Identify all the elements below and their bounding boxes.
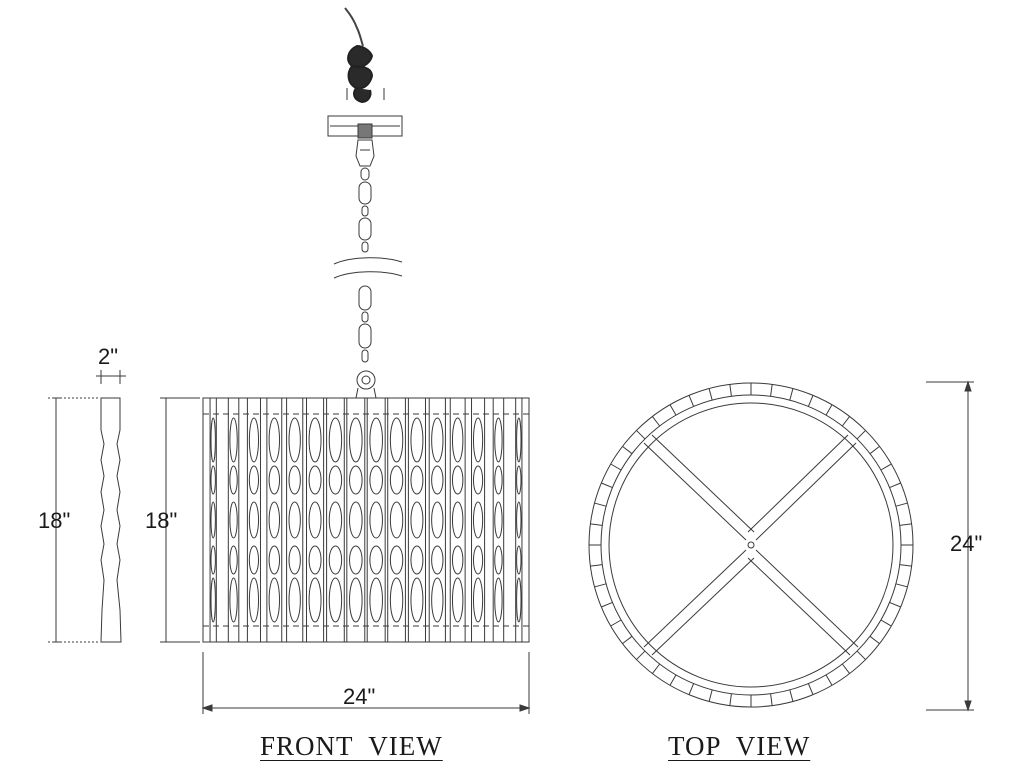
drum-slat xyxy=(307,398,324,642)
drum-slat xyxy=(493,398,503,642)
chain-lower xyxy=(359,286,371,362)
ring-tick xyxy=(709,690,712,702)
chain-upper xyxy=(359,168,371,252)
drum-slat xyxy=(429,398,445,642)
ring-tick xyxy=(896,503,908,506)
ring-tick xyxy=(670,405,676,415)
ring-tick xyxy=(790,389,793,401)
side-profile-shape xyxy=(101,398,121,642)
loop-ring xyxy=(357,371,375,389)
ring-tick xyxy=(730,694,732,706)
ring-tick xyxy=(771,694,773,706)
drum-slat xyxy=(450,398,465,642)
ring-tick xyxy=(842,664,849,674)
drum-slat xyxy=(228,398,238,642)
front-view-title: FRONT VIEW xyxy=(260,731,443,761)
drum-slat xyxy=(247,398,260,642)
ring-tick xyxy=(896,584,908,587)
ring-ticks xyxy=(589,383,913,707)
side-width-label: 2" xyxy=(98,344,119,369)
ring-tick xyxy=(590,524,602,526)
ring-tick xyxy=(890,602,901,607)
drum-slat xyxy=(516,398,522,642)
side-height-label: 18" xyxy=(38,508,71,533)
ring-tick xyxy=(881,620,891,626)
front-height-label: 18" xyxy=(145,508,178,533)
drum-slat xyxy=(408,398,425,642)
ring-tick xyxy=(595,584,607,587)
ring-tick xyxy=(636,651,644,659)
ring-tick xyxy=(611,464,621,470)
drum-outline xyxy=(203,398,529,642)
drum-slat xyxy=(388,398,406,642)
ring-tick xyxy=(890,483,901,488)
drum-slat xyxy=(327,398,345,642)
ring-tick xyxy=(595,503,607,506)
drum-slat xyxy=(472,398,485,642)
ring-tick xyxy=(611,620,621,626)
ring-tick xyxy=(601,602,612,607)
ring-tick xyxy=(790,690,793,702)
front-view xyxy=(160,398,529,714)
ring-tick xyxy=(870,636,880,643)
ring-tick xyxy=(808,684,813,695)
ring-tick xyxy=(808,395,813,406)
ring-tick xyxy=(771,384,773,396)
ring-tick xyxy=(689,684,694,695)
ring-tick xyxy=(590,565,602,567)
ring-tick xyxy=(857,430,865,438)
ring-tick xyxy=(826,675,832,685)
cord-coil xyxy=(348,46,372,102)
drum-slat xyxy=(347,398,365,642)
power-cord xyxy=(345,8,363,46)
top-view-title: TOP VIEW xyxy=(668,731,811,761)
ring-tick xyxy=(670,675,676,685)
ring-tick xyxy=(636,430,644,438)
drum-slats xyxy=(210,398,522,642)
ring-tick xyxy=(652,664,659,674)
ring-tick xyxy=(709,389,712,401)
ring-tick xyxy=(622,446,632,453)
ring-tick xyxy=(730,384,732,396)
ring-tick xyxy=(870,446,880,453)
ring-tick xyxy=(842,416,849,426)
ring-tick xyxy=(652,416,659,426)
hanging-hardware xyxy=(328,8,402,398)
ring-tick xyxy=(622,636,632,643)
top-view xyxy=(589,382,974,710)
front-width-label: 24" xyxy=(343,684,376,709)
top-diameter-label: 24" xyxy=(950,531,983,556)
drum-slat xyxy=(267,398,282,642)
drum-slat xyxy=(287,398,303,642)
cross-arms xyxy=(644,435,858,655)
chain-break xyxy=(334,258,402,278)
ring-tick xyxy=(689,395,694,406)
ring-tick xyxy=(601,483,612,488)
ring-tick xyxy=(826,405,832,415)
ring-tick xyxy=(900,565,912,567)
side-profile xyxy=(48,370,126,642)
ring-tick xyxy=(857,651,865,659)
drum-slat xyxy=(210,398,216,642)
drum-slat xyxy=(367,398,385,642)
ring-tick xyxy=(900,524,912,526)
ring-tick xyxy=(881,464,891,470)
